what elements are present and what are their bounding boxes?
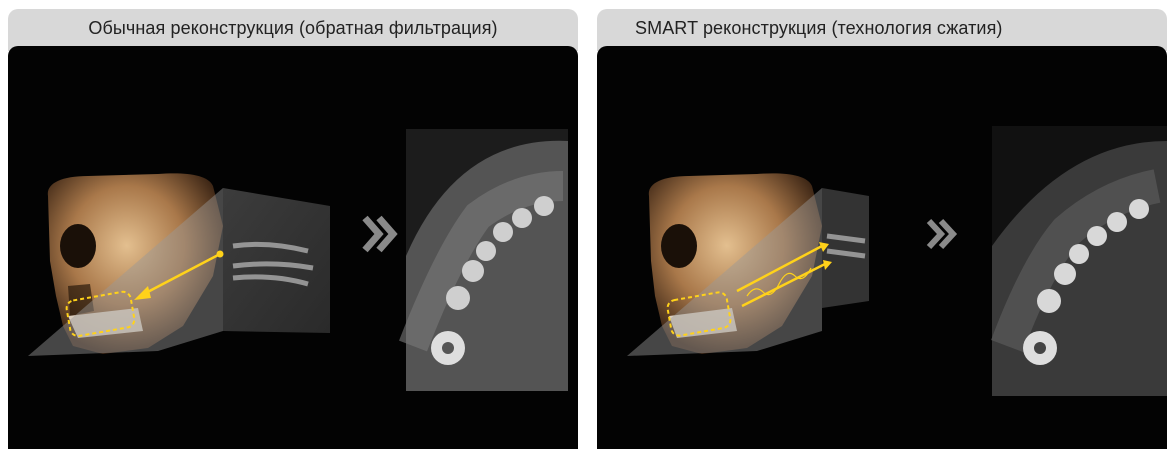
panel-title: Обычная реконструкция (обратная фильтрац… [8,18,578,39]
axial-ct-result [406,129,568,391]
sagittal-ct-slice [822,188,869,308]
double-chevron-icon [365,218,393,250]
ct-illustration [8,46,578,449]
panel-title-tab: SMART реконструкция (технология сжатия) [597,9,1167,51]
sagittal-ct-slice [223,188,330,333]
smart-reconstruction-panel: SMART реконструкция (технология сжатия) [597,9,1167,449]
panel-title: SMART реконструкция (технология сжатия) [635,18,1167,39]
panel-title-tab: Обычная реконструкция (обратная фильтрац… [8,9,578,51]
ct-illustration [597,46,1167,449]
double-chevron-icon [929,221,953,247]
conventional-reconstruction-panel: Обычная реконструкция (обратная фильтрац… [8,9,578,449]
axial-ct-result [992,126,1167,396]
